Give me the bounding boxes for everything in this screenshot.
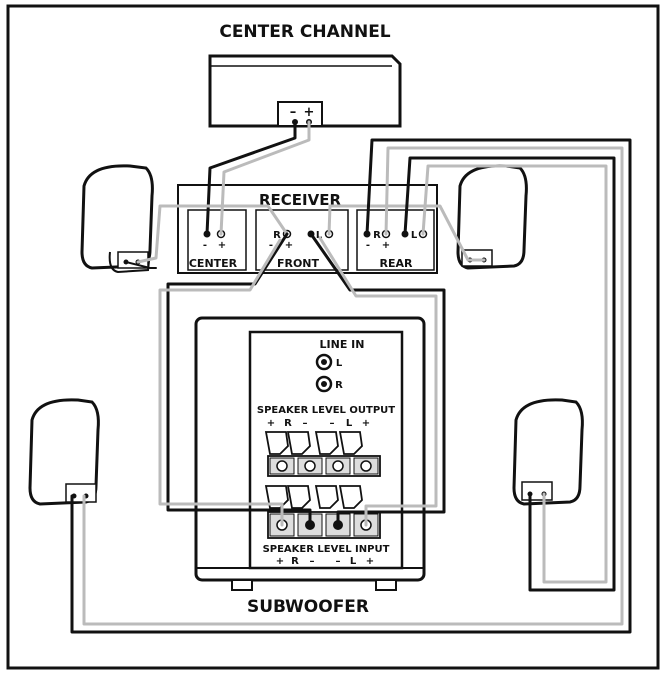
receiver-front-label: FRONT: [277, 257, 320, 270]
output-polarity-1: R: [284, 418, 292, 429]
receiver-front-minus-label: -: [269, 240, 273, 251]
line-in-label: LINE IN: [320, 338, 365, 351]
receiver-rear-minus-label: -: [366, 240, 370, 251]
subwoofer-foot-left: [231, 579, 253, 591]
subwoofer-foot-right: [375, 579, 397, 591]
subwoofer-title: SUBWOOFER: [247, 597, 369, 617]
receiver-front-l-label: L: [316, 230, 323, 241]
center-channel-plus-label: +: [304, 105, 315, 120]
receiver-rear-label: REAR: [380, 257, 413, 270]
input-polarity-0: +: [276, 556, 284, 567]
subwoofer: SUBWOOFER LINE IN L R SPEAKER LEVEL OUTP…: [194, 316, 426, 617]
receiver-rear-section: [356, 209, 435, 271]
receiver-center-plus-label: +: [218, 240, 226, 251]
center-channel-minus-label: –: [290, 105, 297, 120]
front-right-speaker: [456, 164, 528, 270]
receiver-center-label: CENTER: [189, 257, 238, 270]
input-polarity-3: –: [336, 556, 341, 567]
wire-front-r-to-sub-light: [158, 238, 284, 527]
center-channel-terminal-plate: [277, 101, 323, 127]
wire-center-light: [219, 120, 311, 236]
output-polarity-3: –: [330, 418, 335, 429]
line-in-l-label: L: [336, 358, 343, 369]
wire-center-dark: [205, 120, 297, 236]
receiver-rear-plus-label: +: [382, 240, 390, 251]
output-polarity-0: +: [267, 418, 275, 429]
input-polarity-5: +: [366, 556, 374, 567]
input-terminal-block: [267, 511, 381, 539]
center-channel-speaker: – +: [208, 54, 402, 128]
wire-front-left-light: [136, 204, 289, 264]
output-polarity-2: –: [303, 418, 308, 429]
input-polarity-4: L: [350, 556, 357, 567]
output-terminal-block: [267, 455, 381, 477]
wire-front-left-dark: [125, 261, 157, 269]
receiver-title: RECEIVER: [259, 191, 341, 209]
output-polarity-5: +: [362, 418, 370, 429]
receiver-center-minus-label: -: [203, 240, 207, 251]
receiver-front-plus-label: +: [285, 240, 293, 251]
receiver-rear-l-label: L: [411, 230, 418, 241]
receiver-center-section: [187, 209, 247, 271]
input-polarity-row: + R – – L +: [276, 556, 374, 567]
receiver-front-r-label: R: [273, 230, 281, 241]
wire-front-right-light: [327, 204, 486, 262]
rear-right-terminal-plate: [521, 481, 553, 501]
rear-right-speaker: [512, 398, 584, 506]
receiver: RECEIVER CENTER FRONT REAR - + R L - + R…: [177, 184, 438, 274]
wire-rear-left-light: [82, 146, 624, 626]
rear-left-speaker: [28, 398, 100, 506]
receiver-rear-r-label: R: [373, 230, 381, 241]
center-channel-title: CENTER CHANNEL: [219, 22, 390, 42]
wire-rear-right-dark: [403, 156, 616, 592]
wire-rear-left-dark: [70, 138, 632, 634]
speaker-level-input-label: SPEAKER LEVEL INPUT: [263, 544, 390, 555]
speaker-level-output-label: SPEAKER LEVEL OUTPUT: [257, 405, 395, 416]
output-polarity-row: + R – – L +: [267, 418, 370, 429]
wire-rear-right-light: [421, 164, 608, 584]
wire-front-l-to-sub-dark: [309, 232, 446, 527]
input-polarity-1: R: [291, 556, 299, 567]
output-clips: [264, 431, 363, 455]
outer-frame: [6, 4, 660, 670]
front-left-speaker: [80, 164, 154, 274]
output-polarity-4: L: [346, 418, 353, 429]
wire-front-l-to-sub-light: [318, 236, 438, 527]
line-in-r-label: R: [335, 380, 343, 391]
input-polarity-2: –: [310, 556, 315, 567]
wires: [70, 120, 632, 634]
